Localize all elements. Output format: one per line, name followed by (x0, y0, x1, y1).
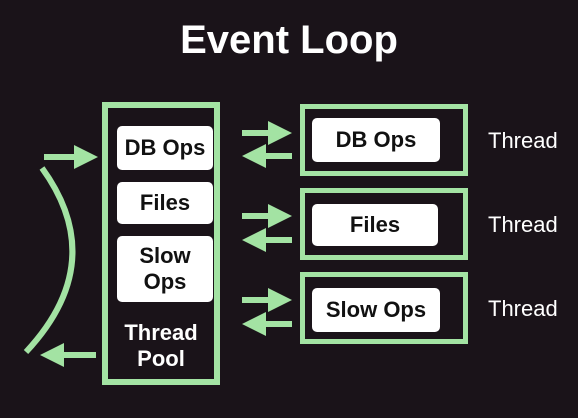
thread-pool-box (102, 102, 220, 385)
thread-pool-label-line1: Thread (124, 320, 198, 345)
thread-box-1 (300, 104, 468, 176)
pool-item-db-ops: DB Ops (117, 126, 213, 170)
diagram-title: Event Loop (180, 18, 398, 62)
thread-label-3: Thread (488, 296, 558, 321)
event-loop-curve (23, 166, 76, 355)
pool-item-files: Files (117, 182, 213, 224)
thread-task-db-ops: DB Ops (312, 118, 440, 162)
thread-box-3 (300, 272, 468, 344)
thread-task-files: Files (312, 204, 438, 246)
thread-label-2: Thread (488, 212, 558, 237)
thread-label-1: Thread (488, 128, 558, 153)
thread-pool-label-line2: Pool (137, 346, 185, 372)
thread-task-slow-ops: Slow Ops (312, 288, 440, 332)
thread-box-2 (300, 188, 468, 260)
thread-pool-label: Thread Pool (102, 320, 220, 373)
